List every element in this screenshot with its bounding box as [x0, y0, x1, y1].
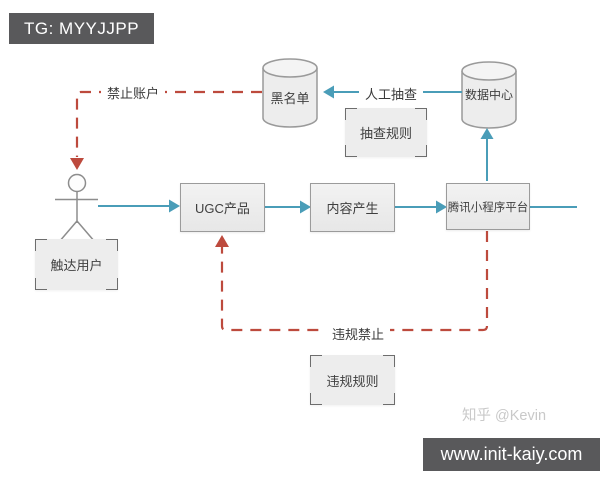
node-content-generation: 内容产生 — [310, 183, 395, 232]
node-tencent-miniprogram-platform: 腾讯小程序平台 — [446, 183, 530, 230]
path-tencent-to-ugc — [220, 231, 489, 332]
path-blacklist-to-user — [75, 90, 262, 157]
cylinder-top — [461, 61, 517, 81]
blacklist-db-cylinder — [262, 58, 318, 128]
corner-bracket — [345, 145, 357, 157]
node-label: UGC产品 — [195, 201, 250, 216]
node-reach-users: 触达用户 — [35, 239, 118, 290]
node-label: 内容产生 — [326, 201, 379, 216]
site-url-bar: www.init-kaiy.com — [423, 438, 600, 471]
edge-label-manual-sampling: 人工抽查 — [359, 84, 424, 103]
arrowhead-down — [70, 158, 84, 170]
corner-bracket — [310, 393, 322, 405]
arrowhead-right — [300, 200, 311, 214]
corner-bracket — [35, 239, 47, 251]
blacklist-db-label: 黑名单 — [270, 91, 310, 106]
node-label: 违规规则 — [326, 373, 379, 389]
corner-bracket — [415, 145, 427, 157]
node-sampling-rules: 抽查规则 — [345, 108, 427, 157]
corner-bracket — [383, 393, 395, 405]
flow-arrowheads — [169, 85, 494, 214]
arrowhead-up — [480, 128, 494, 139]
node-ugc-product: UGC产品 — [180, 183, 265, 232]
edge-label-ban-account: 禁止账户 — [101, 83, 166, 102]
corner-bracket — [310, 355, 322, 367]
arrowhead-left — [323, 85, 334, 99]
ban-arrowheads — [70, 158, 229, 247]
corner-bracket — [345, 108, 357, 120]
data-center-db-label: 数据中心 — [464, 88, 513, 102]
actor-leg-left — [58, 220, 78, 243]
tg-watermark-badge: TG: MYYJJPP — [9, 13, 155, 44]
corner-bracket — [415, 108, 427, 120]
node-label: 抽查规则 — [359, 126, 412, 141]
node-label: 触达用户 — [50, 258, 103, 273]
node-label: 腾讯小程序平台 — [447, 201, 529, 214]
cylinder-body — [461, 71, 517, 129]
zhihu-author-watermark: 知乎 @Kevin — [462, 408, 547, 424]
actor-head — [67, 173, 87, 193]
corner-bracket — [35, 278, 47, 290]
actor-figure — [55, 173, 98, 243]
cylinder-top — [262, 58, 318, 78]
cylinder-body — [262, 68, 318, 128]
node-violation-rules: 违规规则 — [310, 355, 395, 405]
arrowhead-right — [436, 200, 447, 214]
edge-label-violation-ban: 违规禁止 — [326, 324, 391, 343]
actor-leg-right — [76, 220, 96, 243]
corner-bracket — [383, 355, 395, 367]
corner-bracket — [106, 239, 118, 251]
corner-bracket — [106, 278, 118, 290]
arrowhead-right — [169, 199, 180, 213]
arrowhead-up — [215, 235, 229, 247]
data-center-db-cylinder — [461, 61, 517, 129]
